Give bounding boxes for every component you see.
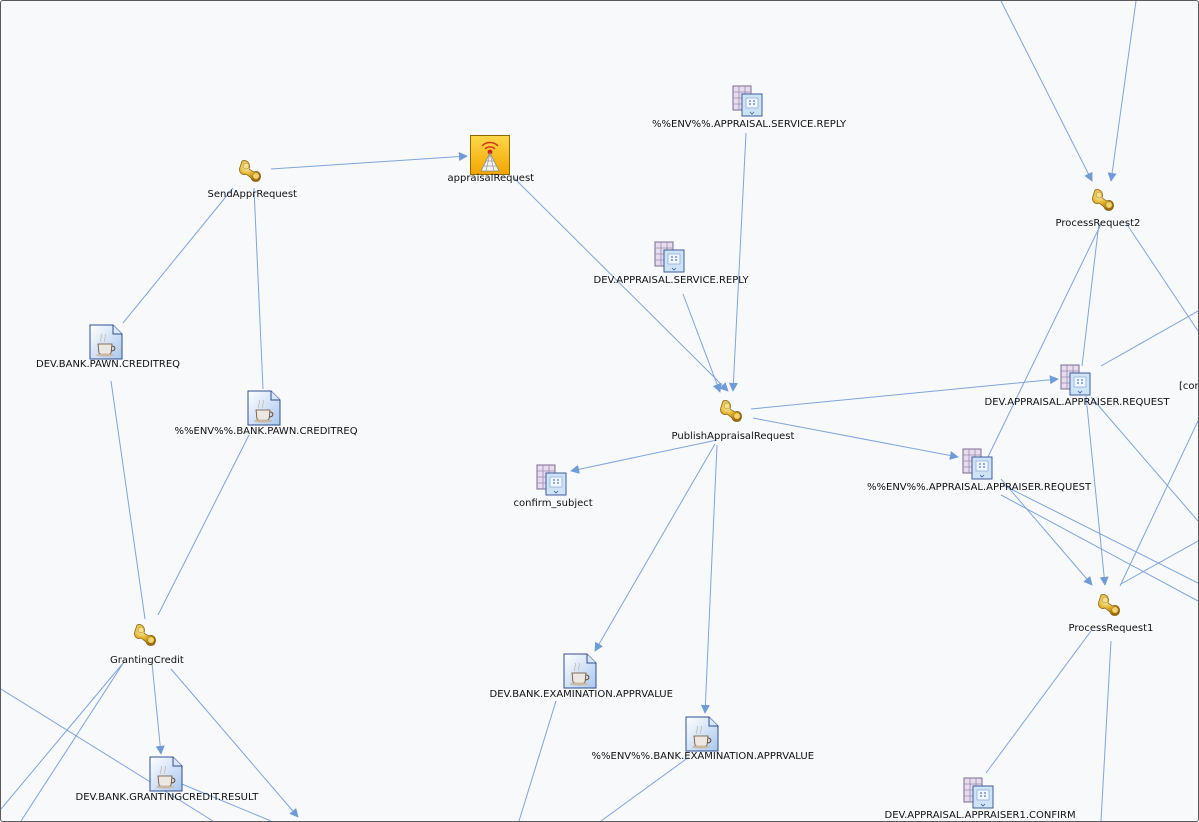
- node-label-env-appraisal-appraiser-request: %%ENV%%.APPRAISAL.APPRAISER.REQUEST: [867, 482, 1092, 493]
- edge-dev-bank-pawn-creditreq-to-send-appr-request: [122, 187, 234, 324]
- queue-icon: [962, 448, 994, 480]
- edge-dev-appraisal-service-reply-to-publish-appraisal-request: [682, 293, 722, 393]
- edge-appraisal-request-to-publish-appraisal-request: [512, 176, 729, 392]
- node-env-bank-examination-apprvalue[interactable]: [685, 716, 719, 752]
- node-confirm-subject[interactable]: [536, 464, 568, 496]
- edge-env-bank-pawn-creditreq-to-granting-credit: [157, 434, 250, 616]
- node-dev-appraisal-appraiser1-confirm[interactable]: [963, 777, 995, 809]
- edge-offscreen-11: [1, 661, 125, 810]
- edge-offscreen-16: [600, 756, 690, 821]
- java-document-icon: [89, 324, 123, 360]
- java-document-icon: [563, 653, 597, 689]
- node-label-partial-con: [con: [1179, 381, 1199, 392]
- process-icon: [1090, 186, 1118, 214]
- broadcast-icon: [470, 135, 510, 175]
- node-dev-bank-examination-apprvalue[interactable]: [563, 653, 597, 689]
- node-dev-bank-pawn-creditreq[interactable]: [89, 324, 123, 360]
- process-icon: [237, 157, 265, 185]
- edge-send-appr-request-to-appraisal-request: [270, 152, 468, 170]
- process-icon: [1096, 591, 1124, 619]
- edge-publish-appraisal-request-to-dev-appraisal-appraiser-request: [750, 375, 1059, 410]
- node-process-request1[interactable]: [1096, 591, 1124, 619]
- node-label-dev-appraisal-appraiser1-confirm: DEV.APPRAISAL.APPRAISER1.CONFIRM: [884, 810, 1076, 821]
- edge-offscreen-0: [1000, 1, 1093, 182]
- node-label-env-bank-examination-apprvalue: %%ENV%%.BANK.EXAMINATION.APPRVALUE: [591, 751, 815, 762]
- edge-env-bank-pawn-creditreq-to-send-appr-request: [253, 187, 264, 390]
- node-label-dev-appraisal-service-reply: DEV.APPRAISAL.SERVICE.REPLY: [593, 275, 749, 286]
- node-label-process-request2: ProcessRequest2: [1055, 218, 1141, 229]
- edge-publish-appraisal-request-to-env-bank-examination-apprvalue: [700, 444, 718, 714]
- node-label-send-appr-request: SendApprRequest: [207, 189, 297, 200]
- node-label-granting-credit: GrantingCredit: [110, 655, 184, 666]
- edge-offscreen-1: [1107, 1, 1137, 182]
- node-send-appr-request[interactable]: [237, 157, 265, 185]
- java-document-icon: [247, 390, 281, 426]
- node-label-appraisal-request: appraisalRequest: [447, 173, 535, 184]
- node-label-dev-bank-pawn-creditreq: DEV.BANK.PAWN.CREDITREQ: [36, 359, 181, 370]
- node-appraisal-request[interactable]: [470, 135, 510, 175]
- edge-offscreen-2: [1125, 222, 1198, 332]
- queue-icon: [536, 464, 568, 496]
- node-granting-credit[interactable]: [132, 621, 160, 649]
- node-env-appraisal-service-reply[interactable]: [732, 85, 764, 117]
- edge-offscreen-10: [20, 661, 125, 821]
- node-process-request2[interactable]: [1090, 186, 1118, 214]
- queue-icon: [654, 241, 686, 273]
- edge-publish-appraisal-request-to-env-appraisal-appraiser-request: [752, 417, 959, 460]
- node-label-confirm-subject: confirm_subject: [513, 498, 593, 509]
- queue-icon: [963, 777, 995, 809]
- node-env-appraisal-appraiser-request[interactable]: [962, 448, 994, 480]
- edge-offscreen-15: [518, 700, 557, 821]
- edge-process-request2-to-env-appraisal-appraiser-request: [1081, 222, 1100, 367]
- edge-offscreen-9: [1000, 494, 1198, 602]
- java-document-icon: [685, 716, 719, 752]
- node-label-process-request1: ProcessRequest1: [1068, 623, 1154, 634]
- edge-dev-appraisal-appraiser1-confirm-to-process-request1: [985, 630, 1092, 774]
- edge-publish-appraisal-request-to-confirm-subject: [570, 439, 718, 474]
- node-env-bank-pawn-creditreq[interactable]: [247, 390, 281, 426]
- edge-offscreen-6: [1100, 640, 1112, 821]
- node-label-env-bank-pawn-creditreq: %%ENV%%.BANK.PAWN.CREDITREQ: [174, 426, 358, 437]
- edge-dev-appraisal-appraiser-request-to-process-request1: [1085, 395, 1109, 586]
- edge-env-appraisal-service-reply-to-publish-appraisal-request: [728, 132, 747, 392]
- edge-publish-appraisal-request-to-dev-bank-examination-apprvalue: [594, 443, 716, 652]
- node-label-dev-appraisal-appraiser-request: DEV.APPRAISAL.APPRAISER.REQUEST: [984, 397, 1170, 408]
- java-document-icon: [149, 756, 183, 792]
- edge-offscreen-7: [1090, 396, 1198, 522]
- edge-offscreen-14: [176, 781, 272, 821]
- edge-offscreen-4: [1119, 420, 1198, 587]
- node-label-env-appraisal-service-reply: %%ENV%%.APPRAISAL.SERVICE.REPLY: [652, 119, 847, 130]
- process-icon: [132, 621, 160, 649]
- edge-offscreen-5: [1120, 540, 1198, 585]
- edge-offscreen-8: [1002, 484, 1198, 584]
- queue-icon: [1060, 364, 1092, 396]
- edge-dev-bank-pawn-creditreq-to-granting-credit: [110, 380, 146, 620]
- node-label-dev-bank-examination-apprvalue: DEV.BANK.EXAMINATION.APPRVALUE: [489, 689, 673, 700]
- node-dev-appraisal-appraiser-request[interactable]: [1060, 364, 1092, 396]
- edge-offscreen-3: [1100, 310, 1198, 367]
- edge-offscreen-12: [1, 688, 214, 821]
- node-label-publish-appraisal-request: PublishAppraisalRequest: [671, 431, 795, 442]
- process-icon: [718, 397, 746, 425]
- edge-granting-credit-to-dev-bank-grantingcredit-result: [151, 662, 165, 755]
- edge-process-request2-to-dev-appraisal-appraiser-request: [984, 221, 1103, 464]
- node-dev-appraisal-service-reply[interactable]: [654, 241, 686, 273]
- queue-icon: [732, 85, 764, 117]
- edge-env-appraisal-appraiser-request-to-process-request1: [1000, 478, 1093, 586]
- node-dev-bank-grantingcredit-result[interactable]: [149, 756, 183, 792]
- edge-offscreen-13: [170, 668, 299, 818]
- node-label-dev-bank-grantingcredit-result: DEV.BANK.GRANTINGCREDIT.RESULT: [75, 792, 259, 803]
- node-publish-appraisal-request[interactable]: [718, 397, 746, 425]
